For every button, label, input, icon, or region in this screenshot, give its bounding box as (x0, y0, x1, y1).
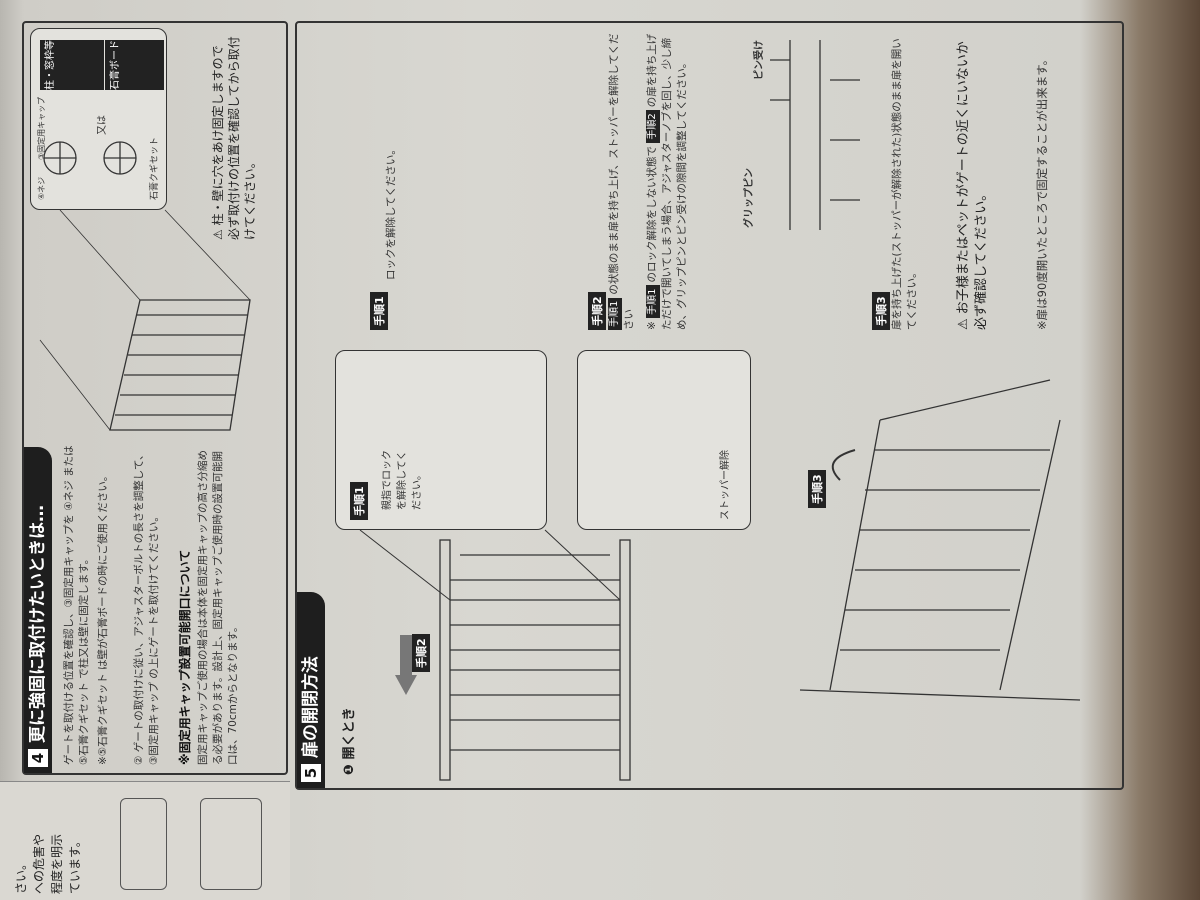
grip-pin-diagram (770, 40, 860, 230)
gate-illustration-swing (799, 379, 1081, 701)
rotate-arrow-icon (831, 449, 856, 481)
gate-illustration-section4 (39, 141, 251, 431)
gate-illustration-open (359, 529, 631, 781)
arrow-icon (400, 635, 412, 675)
